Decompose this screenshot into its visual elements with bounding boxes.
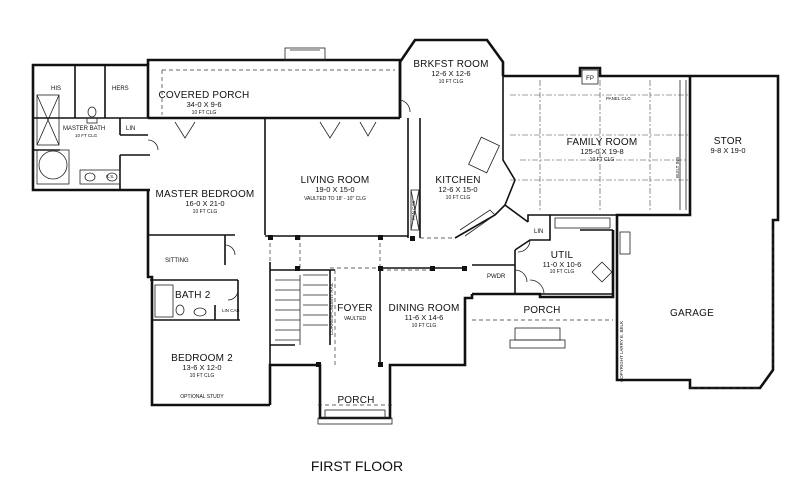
label-hers: HERS <box>112 86 129 92</box>
label-dining-dim: 11-6 X 14-6 <box>405 313 444 322</box>
label-kitchen-dim: 12-6 X 15-0 <box>438 185 477 194</box>
label-master-bath: MASTER BATH <box>63 126 105 132</box>
label-built-ins: BUILT INS <box>675 157 680 178</box>
label-bath-2: BATH 2 <box>175 290 211 301</box>
label-bed2-clg: 10 FT CLG <box>190 373 215 379</box>
label-optional-study: OPTIONAL STUDY <box>180 394 224 400</box>
label-master-bed-dim: 16-0 X 21-0 <box>185 199 224 208</box>
label-covered-porch-clg: 10 FT CLG <box>192 110 217 116</box>
label-covered-porch: COVERED PORCH <box>159 90 250 101</box>
label-copyright: COPYRIGHT LARRY E. BELK <box>619 321 624 382</box>
label-lin-2: LIN <box>534 229 543 235</box>
exterior-walls <box>31 38 780 420</box>
label-bed2-dim: 13-6 X 12-0 <box>182 363 221 372</box>
fixtures <box>36 47 687 425</box>
label-pan-cab: PAN CAB <box>411 201 416 220</box>
label-lin-cab: LIN CAB <box>222 308 240 313</box>
label-master-bed-clg: 10 FT CLG <box>193 209 218 215</box>
label-dining-room: DINING ROOM <box>388 303 459 314</box>
label-fp: FP <box>586 76 594 82</box>
label-kitchen: KITCHEN <box>435 175 480 186</box>
label-stor: STOR <box>714 136 742 147</box>
label-foyer-clg: VAULTED <box>344 316 367 322</box>
label-util-clg: 10 FT CLG <box>550 269 575 275</box>
label-util-dim: 11-0 X 10-6 <box>543 260 582 269</box>
label-pwdr: PWDR <box>487 274 506 280</box>
label-living-room: LIVING ROOM <box>301 175 370 186</box>
label-porch-front: PORCH <box>337 395 374 406</box>
label-brkfst-room: BRKFST ROOM <box>413 59 488 70</box>
label-his: HIS <box>51 86 61 92</box>
label-util: UTIL <box>551 250 574 261</box>
label-sitting: SITTING <box>165 258 189 264</box>
label-brkfst-clg: 10 FT CLG <box>439 79 464 85</box>
label-panel-clg: PANEL CLG <box>606 96 631 101</box>
label-brkfst-dim: 12-6 X 12-6 <box>431 69 470 78</box>
label-bedroom-2: BEDROOM 2 <box>171 353 233 364</box>
label-master-bedroom: MASTER BEDROOM <box>156 189 255 200</box>
posts <box>268 235 467 367</box>
label-kitchen-clg: 10 FT CLG <box>446 195 471 201</box>
label-living-clg: VAULTED TO 18' - 10" CLG <box>304 196 366 202</box>
label-porch-right: PORCH <box>523 305 560 316</box>
interior-walls <box>33 65 617 365</box>
label-family-dim: 125-0 X 19-8 <box>580 147 623 156</box>
room-labels: HIS HERS MASTER BATH 10 FT CLG K.S. LIN … <box>51 59 746 474</box>
label-family-clg: 10 FT CLG <box>590 157 615 163</box>
label-ks: K.S. <box>106 174 115 179</box>
label-foyer: FOYER <box>337 303 372 314</box>
label-master-bath-clg: 10 FT CLG <box>75 133 98 138</box>
label-rail: CORRESPONDENT RAIL <box>329 282 334 335</box>
label-covered-porch-dim: 34-0 X 9-6 <box>186 100 221 109</box>
open-boundaries <box>161 69 688 406</box>
plan-title: FIRST FLOOR <box>311 458 403 474</box>
label-dining-clg: 10 FT CLG <box>412 323 437 329</box>
label-garage: GARAGE <box>670 308 714 319</box>
label-living-dim: 19-0 X 15-0 <box>315 185 354 194</box>
label-stor-dim: 9-8 X 19-0 <box>710 146 745 155</box>
label-lin-1: LIN <box>126 126 135 132</box>
label-family-room: FAMILY ROOM <box>567 137 638 148</box>
